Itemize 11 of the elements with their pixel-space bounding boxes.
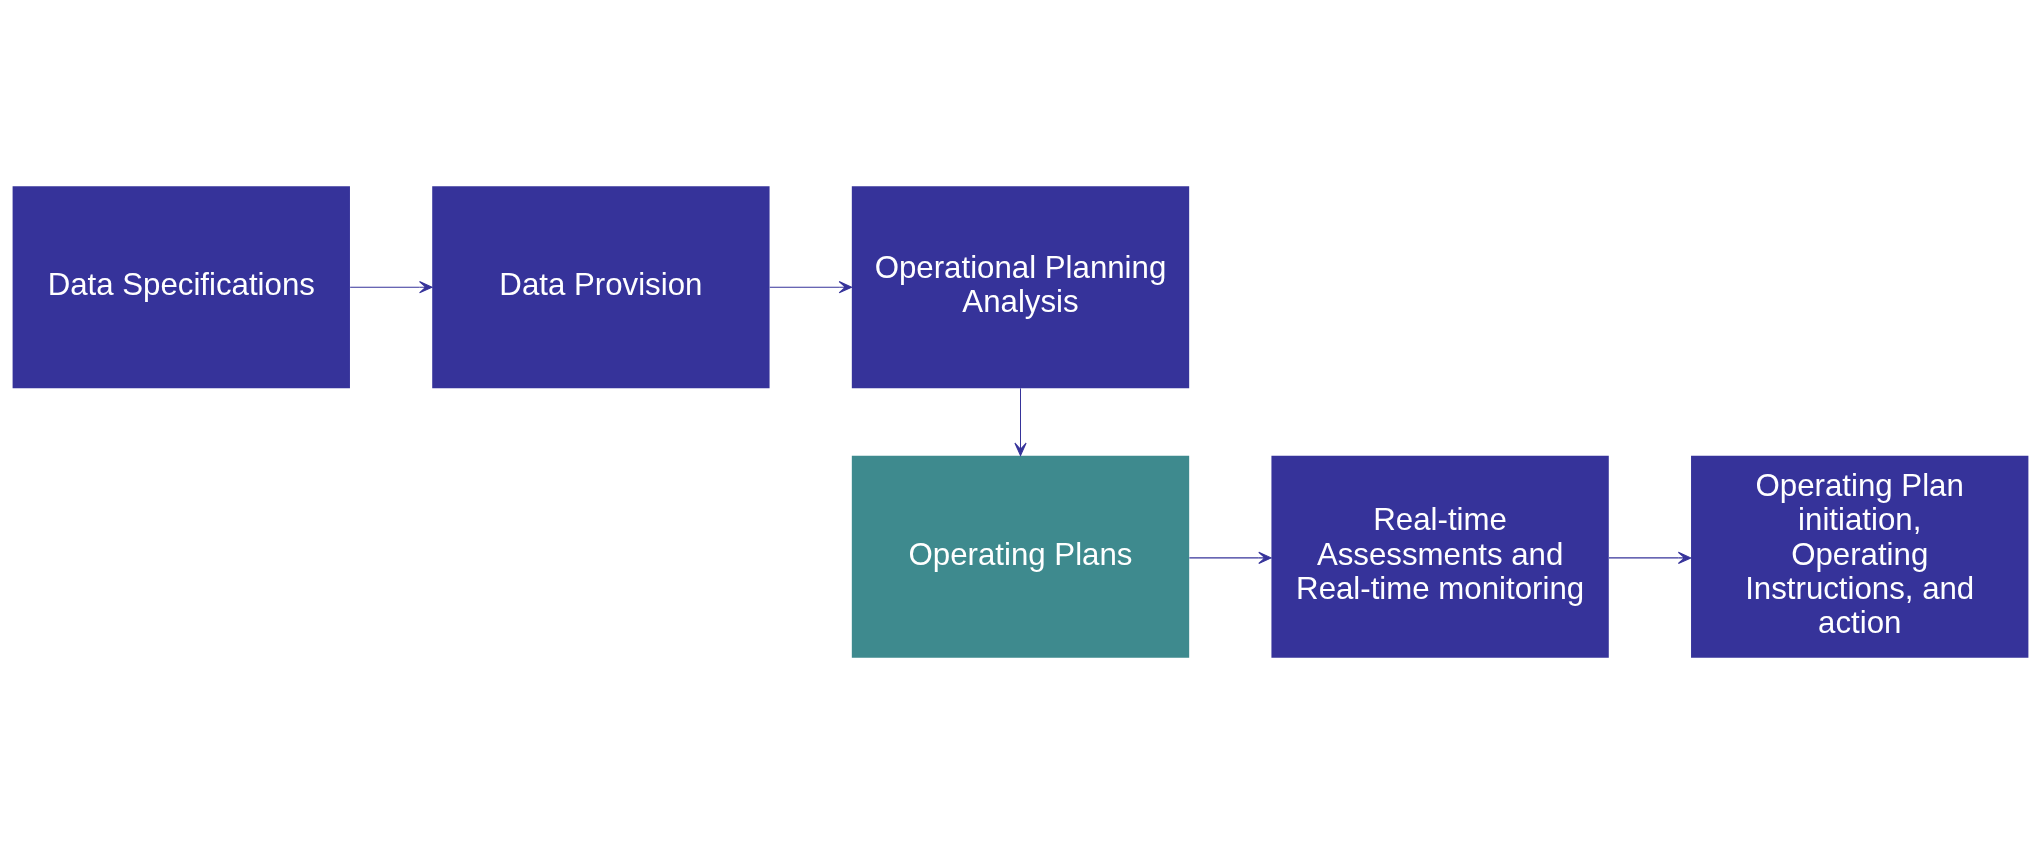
node-box: Operating Plans	[851, 455, 1190, 658]
arrow	[1608, 551, 1692, 564]
node-box: Operational Planning Analysis	[851, 186, 1190, 389]
node-box: Real-time Assessments and Real-time monitoring	[1271, 455, 1609, 658]
arrow	[349, 281, 433, 294]
arrow	[1014, 387, 1027, 457]
arrow	[769, 281, 853, 294]
node-box: Data Provision	[432, 186, 770, 389]
node-box: Data Specifications	[12, 186, 350, 389]
arrow	[1188, 551, 1272, 564]
node-box: Operating Plan initiation, Operating Instructions, and action	[1691, 455, 2029, 658]
